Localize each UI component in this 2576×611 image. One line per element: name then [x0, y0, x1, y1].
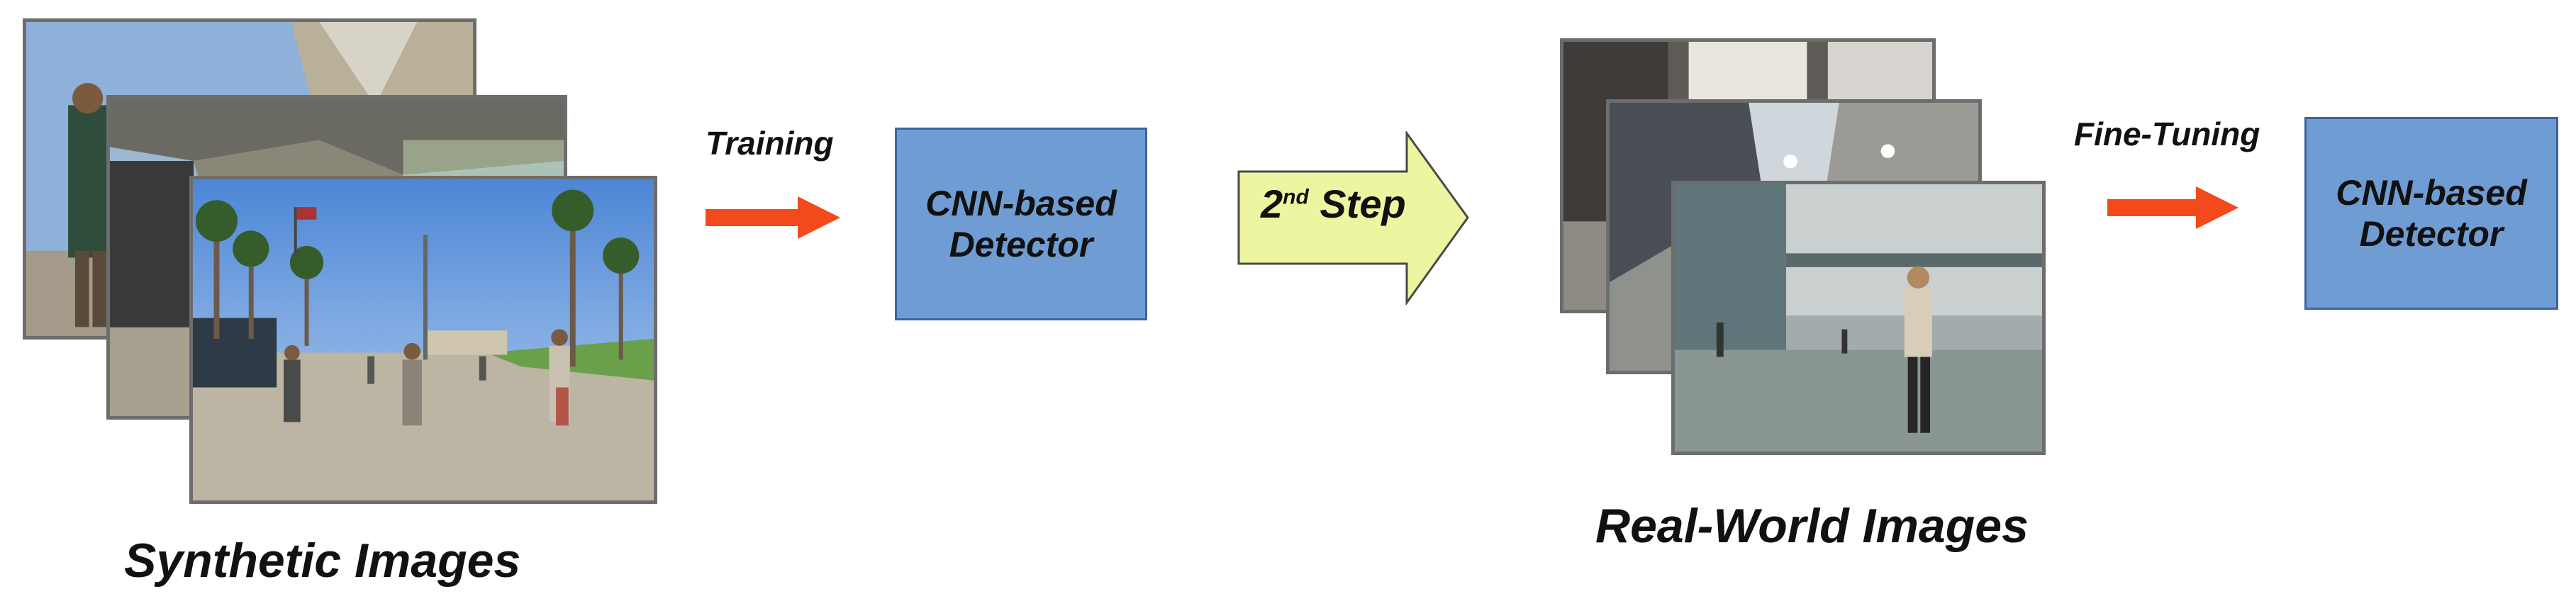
- training-label: Training: [706, 125, 834, 162]
- second-step-label: 2nd Step: [1261, 181, 1406, 227]
- cnn-detector-box-right: CNN-based Detector: [2304, 117, 2558, 310]
- fine-tuning-label: Fine-Tuning: [2074, 116, 2260, 152]
- real-image-front: [1671, 181, 2046, 455]
- fine-tuning-arrow-icon: [2107, 186, 2238, 229]
- cnn-detector-box-left: CNN-based Detector: [895, 128, 1147, 320]
- synthetic-image-front: [189, 176, 657, 504]
- step-superscript: nd: [1283, 185, 1309, 209]
- training-arrow-icon: [706, 196, 840, 239]
- detector-label-line1: CNN-based: [2336, 173, 2527, 213]
- synthetic-images-caption: Synthetic Images: [124, 534, 521, 588]
- step-number: 2: [1261, 181, 1283, 226]
- step-word: Step: [1320, 181, 1406, 226]
- detector-label-line1: CNN-based: [925, 184, 1117, 223]
- real-world-images-caption: Real-World Images: [1595, 499, 2029, 553]
- second-step-arrow-icon: [1237, 131, 1469, 305]
- detector-label-line2: Detector: [2359, 214, 2504, 254]
- detector-label-line2: Detector: [949, 225, 1093, 264]
